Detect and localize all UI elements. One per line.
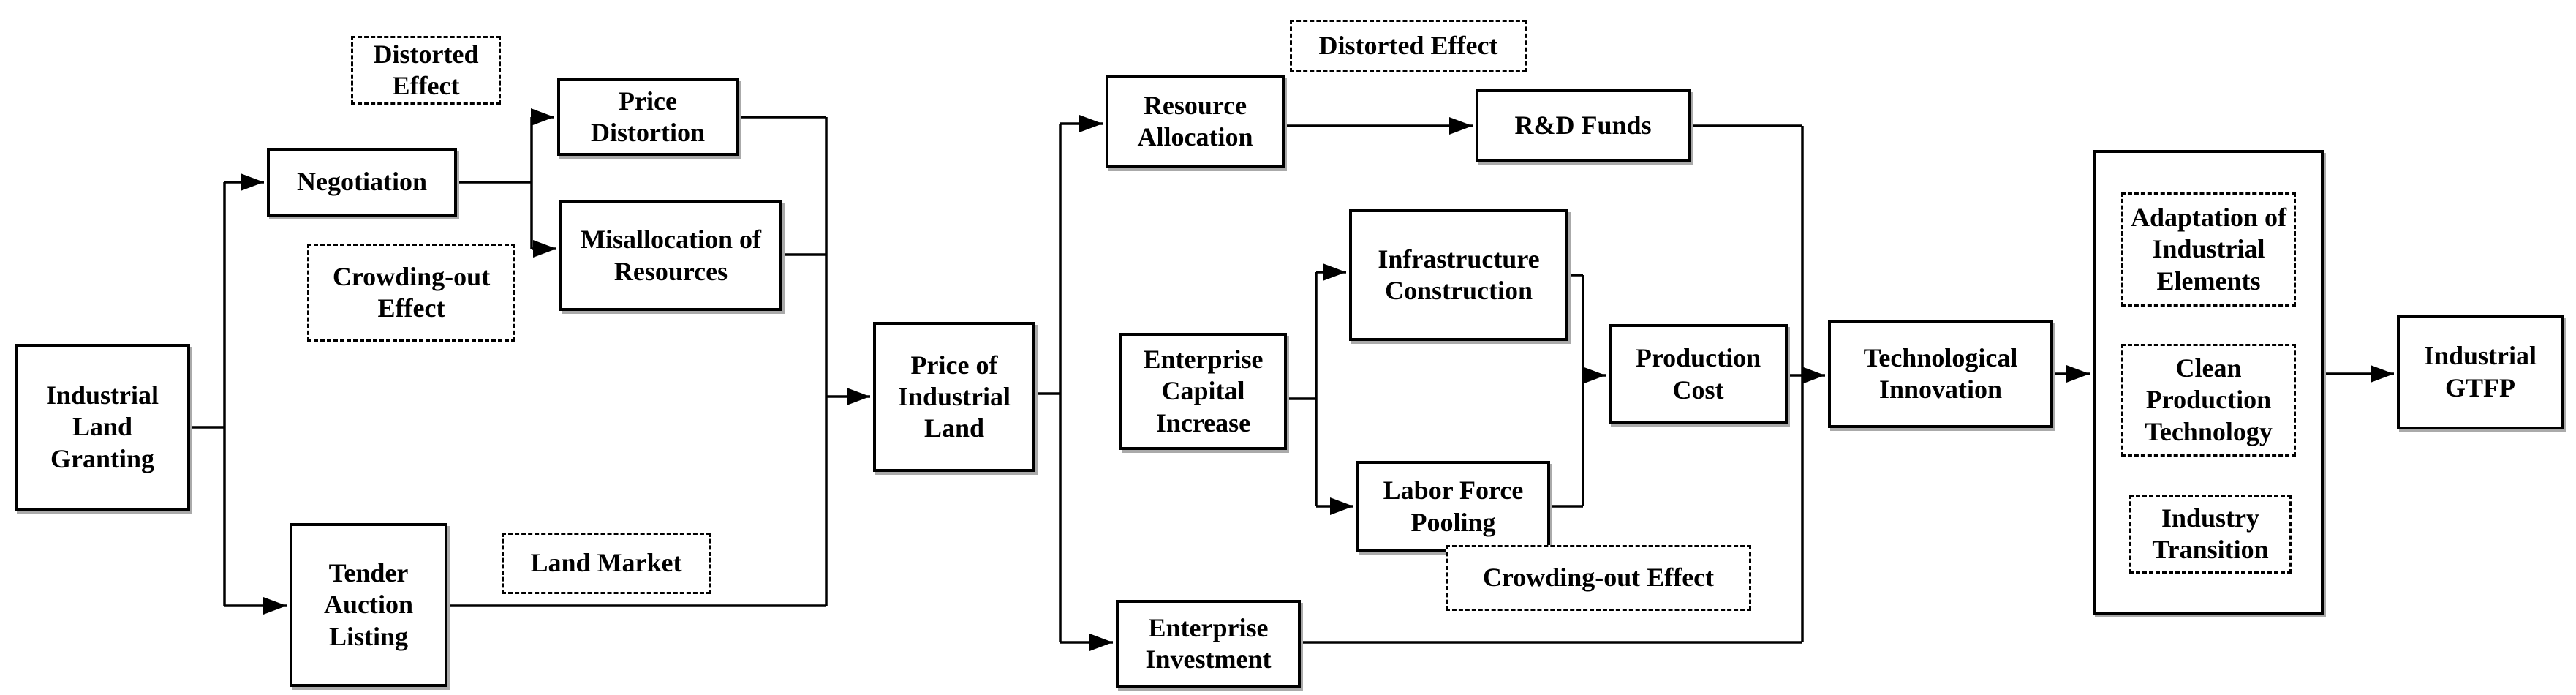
node-price-distortion: Price Distortion	[557, 78, 739, 156]
node-industry-transition: Industry Transition	[2129, 495, 2292, 574]
node-misallocation-of-resources: Misallocation of Resources	[559, 200, 782, 311]
node-resource-allocation: Resource Allocation	[1106, 75, 1285, 168]
label-land-market: Land Market	[502, 533, 711, 594]
node-negotiation: Negotiation	[267, 148, 457, 217]
node-tender-auction-listing: Tender Auction Listing	[290, 523, 447, 687]
node-price-of-industrial-land: Price of Industrial Land	[873, 322, 1035, 472]
node-technological-innovation: Technological Innovation	[1828, 320, 2053, 428]
node-production-cost: Production Cost	[1609, 324, 1788, 424]
node-infrastructure-construction: Infrastructure Construction	[1349, 209, 1568, 341]
node-adaptation-of-industrial-elements: Adaptation of Industrial Elements	[2121, 192, 2296, 307]
node-enterprise-capital-increase: Enterprise Capital Increase	[1119, 333, 1287, 450]
node-industrial-gtfp: Industrial GTFP	[2397, 315, 2564, 429]
node-industrial-land-granting: Industrial Land Granting	[15, 344, 190, 511]
edges	[189, 108, 2394, 651]
label-crowding-out-effect-left: Crowding-out Effect	[307, 244, 515, 342]
label-distorted-effect-mid: Distorted Effect	[1290, 20, 1527, 72]
node-rd-funds: R&D Funds	[1476, 89, 1691, 162]
label-crowding-out-effect-mid: Crowding-out Effect	[1446, 545, 1751, 611]
label-distorted-effect-left: Distorted Effect	[351, 36, 501, 105]
node-enterprise-investment: Enterprise Investment	[1116, 600, 1301, 688]
node-clean-production-technology: Clean Production Technology	[2121, 344, 2296, 457]
node-labor-force-pooling: Labor Force Pooling	[1356, 461, 1550, 552]
